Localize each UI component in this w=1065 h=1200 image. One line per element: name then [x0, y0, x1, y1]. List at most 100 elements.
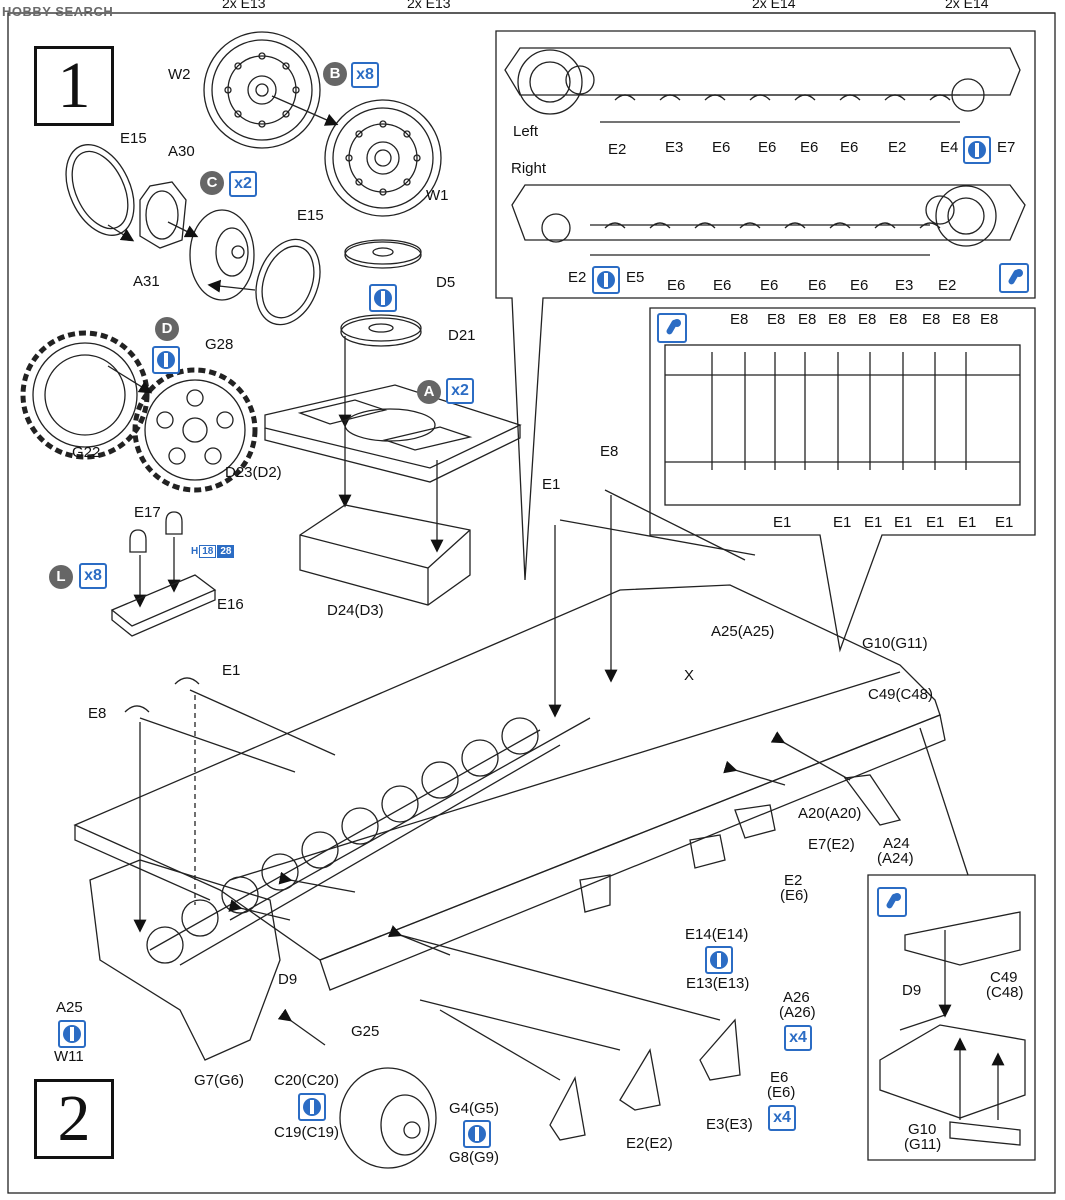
reverse-side-icon: [298, 1093, 326, 1121]
part-label: E6: [800, 139, 819, 156]
part-label: E2: [888, 139, 907, 156]
part-label-d21: D21: [448, 327, 476, 344]
color-code: 18: [199, 545, 217, 558]
part-label-d5: D5: [436, 274, 456, 291]
part-label-g7: G7(G6): [194, 1072, 245, 1089]
suspension-arms: [399, 774, 902, 1141]
part-label-g11: (G11): [904, 1136, 942, 1153]
part-label: E6: [808, 277, 827, 294]
part-label-w11: W11: [54, 1048, 84, 1065]
part-label: E7: [997, 139, 1016, 156]
part-label-e15: E15: [120, 130, 147, 147]
sprocket-g4: [339, 1067, 437, 1169]
hub-a31: [189, 209, 255, 301]
part-label-a24-alt: (A24): [877, 850, 914, 867]
color-code: 28: [217, 545, 235, 558]
sub-assembly-symbol: C: [200, 171, 224, 195]
part-label-g28: G28: [205, 336, 234, 353]
step-number: 1: [34, 46, 114, 126]
part-label: E8: [858, 311, 877, 328]
reverse-side-icon: [705, 946, 733, 974]
part-label-e1: E1: [222, 662, 241, 679]
part-label-e1: E1: [542, 476, 561, 493]
part-label-e6-alt: (E6): [767, 1084, 796, 1101]
part-label: E2: [608, 141, 627, 158]
quantity-badge: x2: [229, 171, 257, 197]
wheel-w2: [203, 31, 321, 149]
part-label: E3: [665, 139, 684, 156]
part-label: E8: [980, 311, 999, 328]
part-label: E8: [730, 311, 749, 328]
glue-icon: [999, 263, 1029, 293]
part-label-g10: G10: [908, 1121, 937, 1138]
part-label-d23: D23(D2): [225, 464, 282, 481]
part-label-e8: E8: [600, 443, 619, 460]
part-label-e2: E2: [784, 872, 803, 889]
quantity-badge: x2: [446, 378, 474, 404]
part-label-a30: A30: [168, 143, 195, 160]
part-label-g8: G8(G9): [449, 1149, 500, 1166]
top-strip-label: 2x E13: [407, 0, 451, 11]
quantity-badge: x4: [768, 1105, 796, 1131]
part-label-a20: A20(A20): [798, 805, 862, 822]
left-hull-view: [504, 47, 1021, 123]
part-label: E1: [995, 514, 1014, 531]
ring-e15-left: [65, 144, 135, 236]
part-label-c19: C19(C19): [274, 1124, 340, 1141]
bars-inset-frame: [649, 307, 1036, 653]
part-label: E6: [850, 277, 869, 294]
part-label-g10: G10(G11): [862, 635, 928, 652]
glue-icon: [877, 887, 907, 917]
part-label: E6: [760, 277, 779, 294]
part-label-a24: A24: [883, 835, 910, 852]
disc-d21: [340, 314, 422, 347]
watermark: HOBBY SEARCH: [2, 4, 114, 19]
part-label-a26: A26: [783, 989, 810, 1006]
part-label-c49: C49(C48): [868, 686, 934, 703]
sprocket-g28: [132, 367, 258, 493]
hub-a30: [139, 181, 187, 249]
detail-drawing: [879, 911, 1026, 1146]
part-label-g25: G25: [351, 1023, 380, 1040]
part-label: E6: [667, 277, 686, 294]
part-label-e14: E14(E14): [685, 926, 749, 943]
reverse-side-icon: [152, 346, 180, 374]
sub-assembly-symbol: D: [155, 317, 179, 341]
glue-icon: [657, 313, 687, 343]
track-e16: [110, 574, 217, 637]
disc-d5: [344, 239, 422, 269]
top-strip-label: 2x E14: [945, 0, 989, 11]
assembly-arrows: [133, 495, 851, 1046]
part-label: E4: [940, 139, 959, 156]
side-label-right: Right: [511, 160, 547, 177]
part-label: E6: [712, 139, 731, 156]
step-number: 2: [34, 1079, 114, 1159]
side-label-left: Left: [513, 123, 539, 140]
part-label: E8: [767, 311, 786, 328]
part-label-e3: E3(E3): [706, 1116, 753, 1133]
part-label-g22: G22: [72, 444, 101, 461]
part-label: E1: [773, 514, 792, 531]
part-label-e17: E17: [134, 504, 161, 521]
quantity-badge: x8: [351, 62, 379, 88]
top-strip-label: 2x E14: [752, 0, 796, 11]
part-label: E6: [840, 139, 859, 156]
wheel-w1: [324, 99, 442, 217]
part-label-a25: A25: [56, 999, 83, 1016]
part-label-e2-alt: (E6): [780, 887, 809, 904]
road-wheel-rows: [146, 717, 591, 966]
part-label-a25: A25(A25): [711, 623, 775, 640]
reverse-side-icon: [592, 266, 620, 294]
part-label-e6: E6: [770, 1069, 789, 1086]
reverse-side-icon: [463, 1120, 491, 1148]
page-frame: [7, 12, 1056, 1194]
part-label-a31: A31: [133, 273, 160, 290]
part-label-c49: C49: [990, 969, 1018, 986]
side-plate: [89, 714, 946, 1061]
reverse-side-icon: [369, 284, 397, 312]
part-label-w2: W2: [168, 66, 191, 83]
part-label: E8: [798, 311, 817, 328]
sub-assembly-symbol: A: [417, 380, 441, 404]
